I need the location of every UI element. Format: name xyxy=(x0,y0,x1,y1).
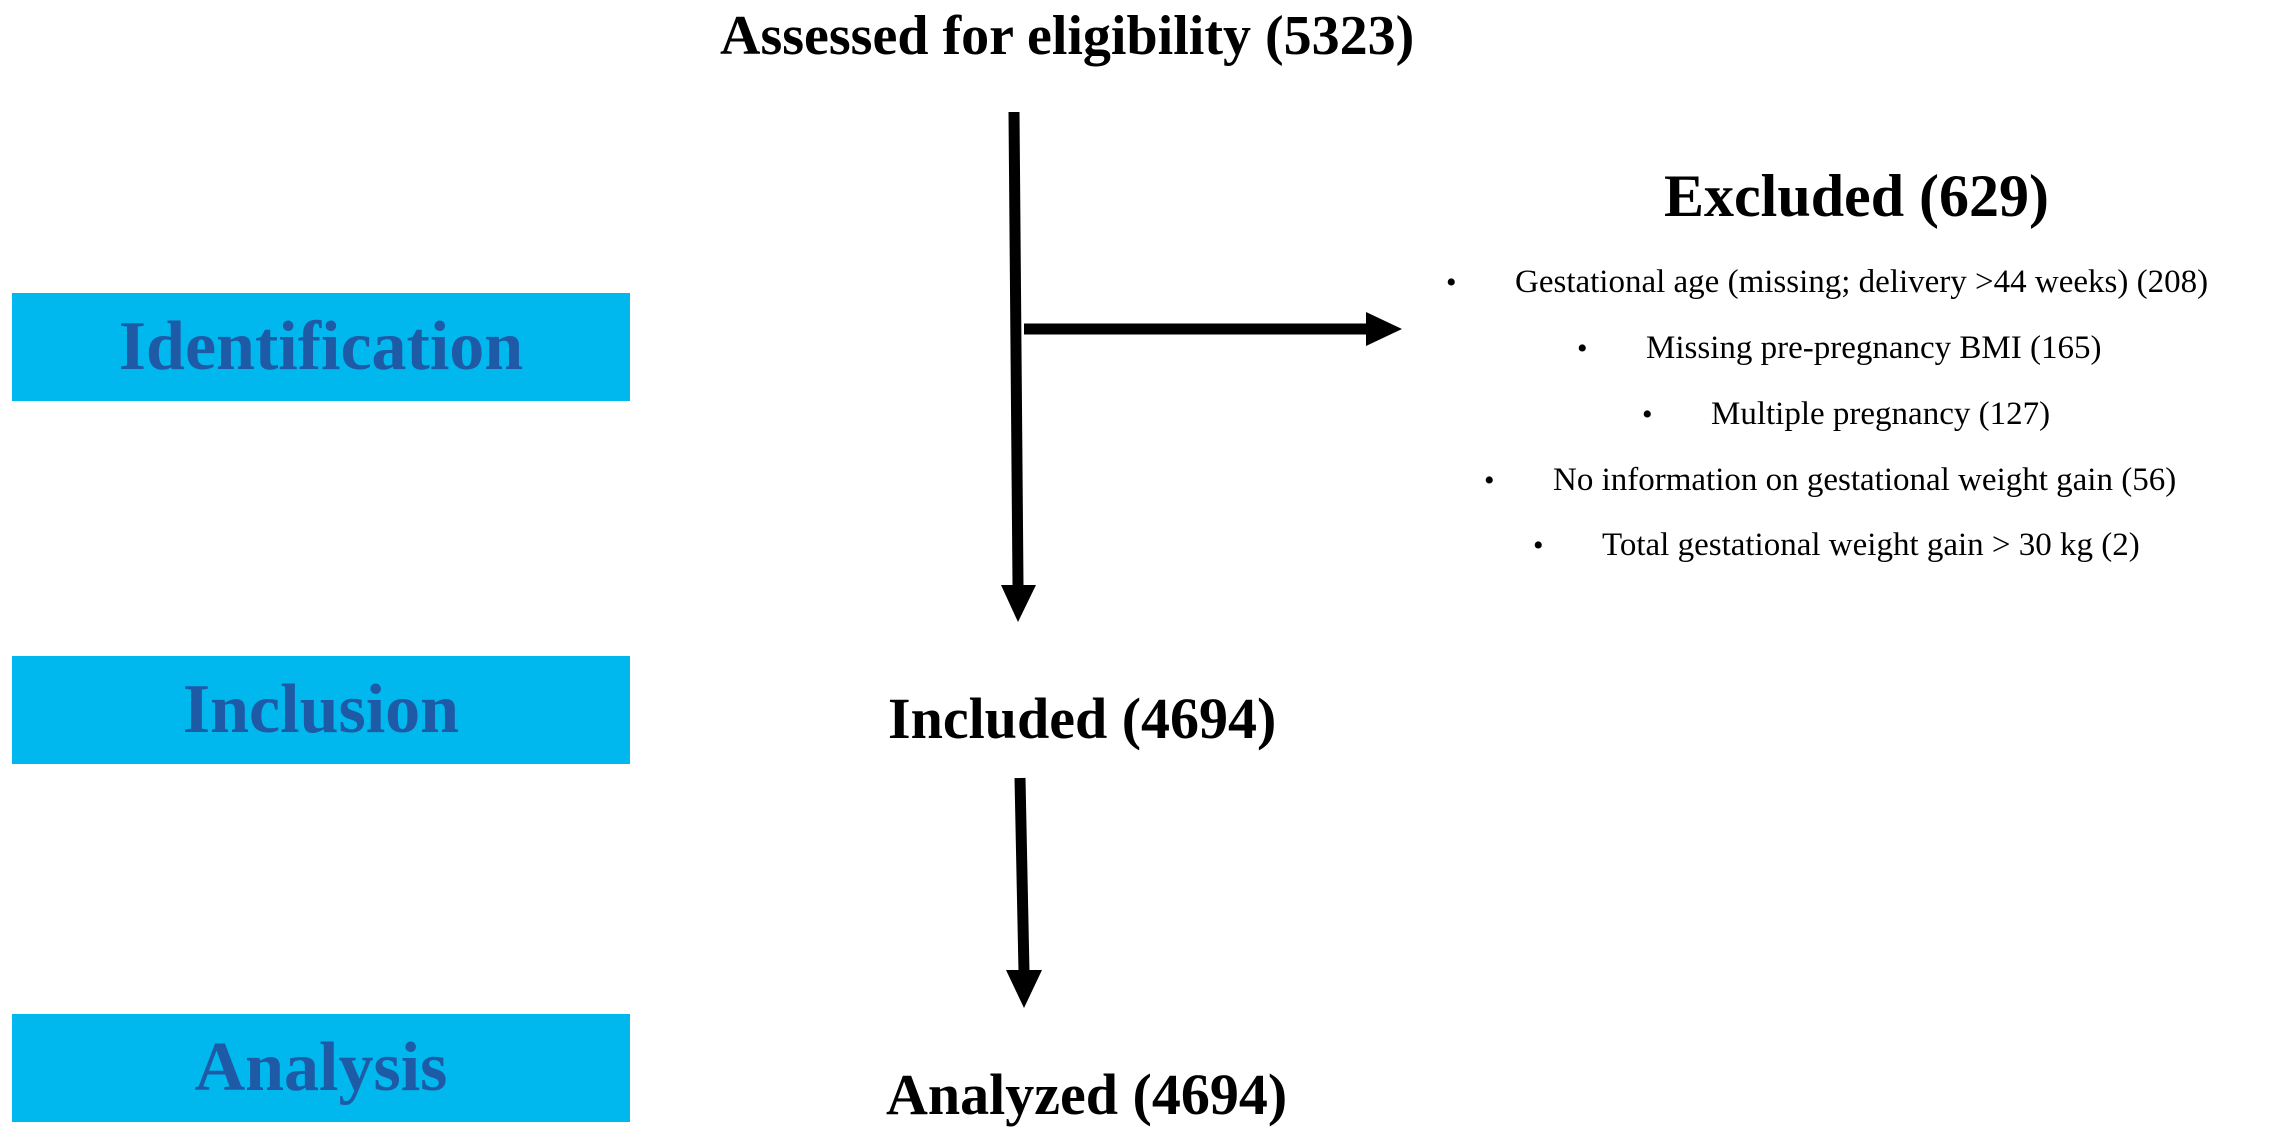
stage-analysis-label: Analysis xyxy=(194,1029,448,1106)
node-excluded-title: Excluded (629) xyxy=(1664,163,2050,229)
exclusion-item: Multiple pregnancy (127) xyxy=(1711,396,2051,432)
node-assessed-title: Assessed for eligibility (5323) xyxy=(720,5,1415,67)
bullet-icon: • xyxy=(1533,529,1544,562)
arrow-head-to-included xyxy=(1001,585,1036,622)
vertical-arrow-shaft-lower xyxy=(1014,777,1030,973)
stage-inclusion-label: Inclusion xyxy=(182,671,460,748)
bullet-icon: • xyxy=(1446,266,1457,299)
arrow-head-to-excluded xyxy=(1366,312,1402,346)
stage-identification-label: Identification xyxy=(118,308,524,385)
arrow-head-to-analyzed xyxy=(1006,970,1042,1008)
exclusion-item: Total gestational weight gain > 30 kg (2… xyxy=(1602,527,2140,563)
stage-identification-box: Identification xyxy=(12,293,630,401)
exclusion-item: No information on gestational weight gai… xyxy=(1553,462,2177,498)
stage-analysis-box: Analysis xyxy=(12,1014,630,1122)
bullet-icon: • xyxy=(1484,464,1495,497)
stage-inclusion-box: Inclusion xyxy=(12,656,630,764)
exclusion-item: Missing pre-pregnancy BMI (165) xyxy=(1646,330,2102,366)
bullet-icon: • xyxy=(1577,332,1588,365)
vertical-arrow-shaft-main xyxy=(1008,111,1024,586)
node-included-title: Included (4694) xyxy=(888,686,1277,751)
node-analyzed-title: Analyzed (4694) xyxy=(886,1062,1288,1127)
bullet-icon: • xyxy=(1642,398,1653,431)
exclusion-item: Gestational age (missing; delivery >44 w… xyxy=(1515,264,2209,300)
